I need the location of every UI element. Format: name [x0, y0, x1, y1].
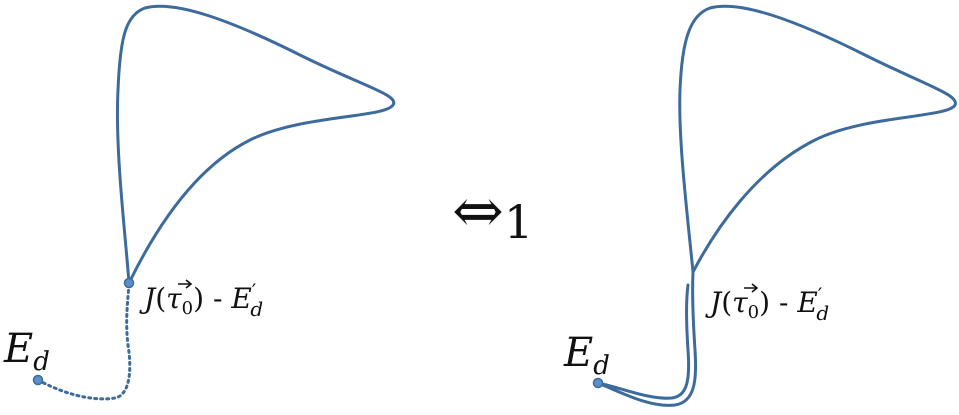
left-junction-point — [123, 277, 135, 289]
right-loop-curve — [678, 4, 957, 274]
svg-text:⇔1: ⇔1 — [452, 174, 533, 249]
left-start-label: Ed — [3, 326, 50, 377]
equivalence-symbol: ⇔1 — [452, 174, 533, 249]
left-junction-label: J(τ0) - E′d — [139, 279, 263, 321]
right-junction-label: J(τ0) - E′d — [705, 283, 829, 325]
right-path-outer — [596, 270, 698, 407]
right-path-inner — [596, 283, 691, 400]
left-vector-arrow — [178, 279, 193, 289]
svg-text:J(τ0) - E′d: J(τ0) - E′d — [139, 279, 263, 321]
left-panel: Ed J(τ0) - E′d — [3, 4, 396, 401]
right-start-label: Ed — [563, 330, 610, 381]
right-panel: Ed J(τ0) - E′d — [563, 4, 957, 407]
left-dotted-path — [36, 281, 132, 401]
left-start-point — [32, 374, 44, 386]
right-start-point — [592, 377, 604, 389]
svg-text:J(τ0) - E′d: J(τ0) - E′d — [705, 283, 829, 325]
right-vector-arrow — [744, 283, 759, 293]
left-loop-curve — [115, 4, 396, 285]
